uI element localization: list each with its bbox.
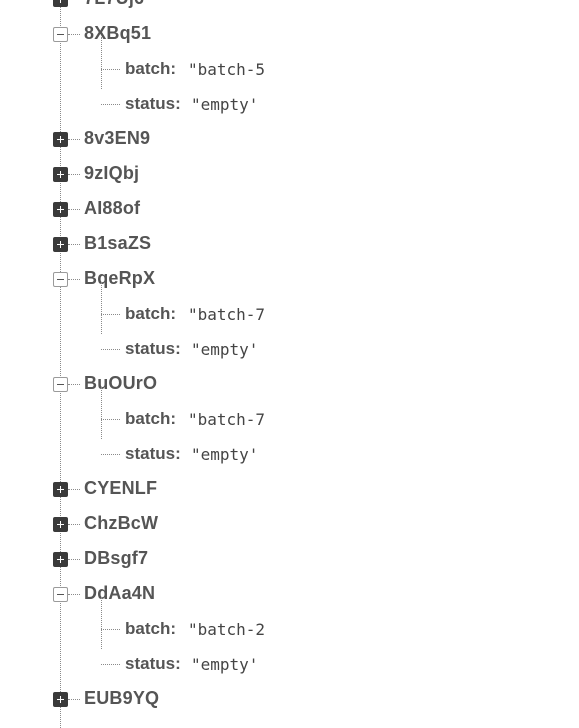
plus-box-icon[interactable]	[53, 132, 68, 147]
child-guide-line	[101, 387, 102, 439]
tree-node-9ziqbj[interactable]: 9zIQbj	[0, 157, 579, 192]
node-key[interactable]: CYENLF	[84, 478, 158, 498]
tree-connector	[68, 559, 80, 560]
child-field-status[interactable]: status: "empty'	[0, 332, 579, 367]
plus-box-icon[interactable]	[53, 167, 68, 182]
tree-connector	[101, 104, 120, 105]
field-key: status:	[125, 654, 181, 673]
tree-connector	[101, 349, 120, 350]
plus-box-icon[interactable]	[53, 517, 68, 532]
node-key[interactable]: B1saZS	[84, 233, 152, 253]
field-value[interactable]: "batch-7	[188, 305, 266, 324]
node-key[interactable]: 8v3EN9	[84, 128, 151, 148]
tree-node-dbsgf7[interactable]: DBsgf7	[0, 542, 579, 577]
node-key[interactable]: 7L7Uj6	[84, 0, 144, 9]
node-key[interactable]: DdAa4N	[84, 583, 156, 603]
child-guide-line	[101, 37, 102, 89]
tree-connector	[68, 174, 80, 175]
tree-connector	[101, 419, 120, 420]
tree-connector	[101, 69, 120, 70]
node-key[interactable]: ChzBcW	[84, 513, 159, 533]
node-key[interactable]: AI88of	[84, 198, 141, 218]
child-guide-line	[101, 597, 102, 649]
node-key[interactable]: EUB9YQ	[84, 688, 160, 708]
field-value[interactable]: "batch-5	[188, 60, 266, 79]
tree-connector	[68, 209, 80, 210]
field-key: status:	[125, 94, 181, 113]
minus-box-icon[interactable]	[53, 272, 68, 287]
field-value[interactable]: "batch-7	[188, 410, 266, 429]
tree-connector	[68, 699, 80, 700]
node-key[interactable]: 8XBq51	[84, 23, 152, 43]
child-field-status[interactable]: status: "empty'	[0, 437, 579, 472]
tree-node-8xbq51[interactable]: 8XBq51	[0, 17, 579, 52]
plus-box-icon[interactable]	[53, 202, 68, 217]
field-key: status:	[125, 444, 181, 463]
minus-box-icon[interactable]	[53, 587, 68, 602]
tree-node-8v3en9[interactable]: 8v3EN9	[0, 122, 579, 157]
field-key: batch:	[125, 304, 176, 323]
tree-connector	[68, 244, 80, 245]
node-key[interactable]: DBsgf7	[84, 548, 149, 568]
plus-box-icon[interactable]	[53, 692, 68, 707]
field-key: batch:	[125, 619, 176, 638]
tree-connector	[101, 629, 120, 630]
tree-connector	[68, 139, 80, 140]
tree-node-eub9yq[interactable]: EUB9YQ	[0, 682, 579, 717]
child-guide-line	[101, 282, 102, 334]
field-value[interactable]: "empty'	[191, 95, 259, 114]
tree-node-ddaa4n[interactable]: DdAa4N	[0, 577, 579, 612]
tree-guide-line	[60, 0, 61, 728]
child-field-status[interactable]: status: "empty'	[0, 87, 579, 122]
field-value[interactable]: "empty'	[191, 340, 259, 359]
plus-box-icon[interactable]	[53, 237, 68, 252]
tree-connector	[68, 279, 80, 280]
tree-connector	[68, 384, 80, 385]
tree-connector	[101, 454, 120, 455]
node-key[interactable]: BqeRpX	[84, 268, 156, 288]
tree-node-ai88of[interactable]: AI88of	[0, 192, 579, 227]
tree-connector	[68, 489, 80, 490]
field-key: batch:	[125, 409, 176, 428]
field-key: batch:	[125, 59, 176, 78]
child-field-batch[interactable]: batch: "batch-7	[0, 402, 579, 437]
tree-connector	[101, 664, 120, 665]
node-key[interactable]: BuOUrO	[84, 373, 158, 393]
field-value[interactable]: "empty'	[191, 445, 259, 464]
field-key: status:	[125, 339, 181, 358]
plus-box-icon[interactable]	[53, 552, 68, 567]
child-field-status[interactable]: status: "empty'	[0, 647, 579, 682]
tree-node-7l7uj6[interactable]: 7L7Uj6	[0, 0, 579, 17]
minus-box-icon[interactable]	[53, 377, 68, 392]
tree-node-buouro[interactable]: BuOUrO	[0, 367, 579, 402]
plus-box-icon[interactable]	[53, 0, 68, 7]
tree-node-bqerpx[interactable]: BqeRpX	[0, 262, 579, 297]
tree-connector	[68, 34, 80, 35]
child-field-batch[interactable]: batch: "batch-7	[0, 297, 579, 332]
plus-box-icon[interactable]	[53, 482, 68, 497]
tree-node-chzbcw[interactable]: ChzBcW	[0, 507, 579, 542]
tree-node-b1sazs[interactable]: B1saZS	[0, 227, 579, 262]
child-field-batch[interactable]: batch: "batch-5	[0, 52, 579, 87]
tree-connector	[68, 594, 80, 595]
minus-box-icon[interactable]	[53, 27, 68, 42]
tree-connector	[101, 314, 120, 315]
node-key[interactable]: 9zIQbj	[84, 163, 140, 183]
tree-connector	[68, 524, 80, 525]
field-value[interactable]: "empty'	[191, 655, 259, 674]
field-value[interactable]: "batch-2	[188, 620, 266, 639]
tree-node-cyenlf[interactable]: CYENLF	[0, 472, 579, 507]
child-field-batch[interactable]: batch: "batch-2	[0, 612, 579, 647]
